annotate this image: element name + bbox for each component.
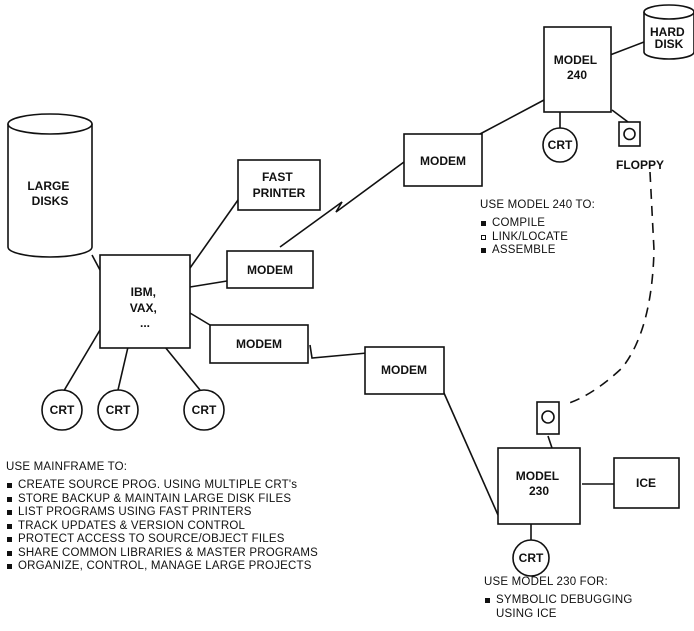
mainframe-notes: USE MAINFRAME TO: CREATE SOURCE PROG. US… bbox=[6, 461, 406, 574]
fast-printer-label: FAST PRINTER bbox=[253, 170, 306, 200]
link-mainframe-crt1 bbox=[61, 329, 101, 395]
hard-disk-label: HARD DISK bbox=[650, 25, 688, 51]
list-item: ORGANIZE, CONTROL, MANAGE LARGE PROJECTS bbox=[6, 560, 406, 574]
model-240-label: MODEL 240 bbox=[554, 53, 600, 82]
mainframe-label: IBM, VAX, ... bbox=[130, 285, 160, 330]
ice-label: ICE bbox=[636, 476, 656, 490]
list-item: ASSEMBLE bbox=[480, 244, 680, 258]
list-item: CREATE SOURCE PROG. USING MULTIPLE CRT's bbox=[6, 479, 406, 493]
model-240-notes: USE MODEL 240 TO: COMPILE LINK/LOCATE AS… bbox=[480, 199, 680, 258]
modem-230-label: MODEM bbox=[381, 363, 427, 377]
phone-line-240 bbox=[279, 161, 405, 248]
crt-main-1-label: CRT bbox=[50, 403, 75, 417]
crt-main-3 bbox=[183, 389, 225, 431]
modem-main-1-box bbox=[226, 250, 314, 289]
link-mainframe-modem1 bbox=[189, 280, 228, 288]
crt-230-label: CRT bbox=[519, 551, 544, 565]
list-item: PROTECT ACCESS TO SOURCE/OBJECT FILES bbox=[6, 533, 406, 547]
list-item: SHARE COMMON LIBRARIES & MASTER PROGRAMS bbox=[6, 547, 406, 561]
model-230-notes: USE MODEL 230 FOR: SYMBOLIC DEBUGGING US… bbox=[484, 576, 684, 621]
crt-main-1 bbox=[41, 389, 83, 431]
crt-main-2 bbox=[97, 389, 139, 431]
link-model240-floppy bbox=[611, 109, 629, 123]
phone-line-230 bbox=[309, 344, 368, 359]
model-240-notes-list: COMPILE LINK/LOCATE ASSEMBLE bbox=[480, 217, 680, 258]
mainframe-notes-list: CREATE SOURCE PROG. USING MULTIPLE CRT's… bbox=[6, 479, 406, 574]
modem-main-2-label: MODEM bbox=[236, 337, 282, 351]
link-printer-mainframe bbox=[189, 199, 239, 269]
floppy-transfer-path bbox=[565, 171, 655, 405]
floppy-label: FLOPPY bbox=[616, 158, 664, 172]
floppy-240-icon bbox=[618, 121, 641, 147]
link-modem230-model230 bbox=[439, 383, 499, 516]
crt-240 bbox=[542, 127, 578, 163]
crt-main-3-label: CRT bbox=[192, 403, 217, 417]
link-model240-harddisk bbox=[609, 41, 645, 56]
ice-box bbox=[613, 457, 680, 509]
crt-240-label: CRT bbox=[548, 138, 573, 152]
model-240-box bbox=[543, 26, 612, 113]
large-disks-label: LARGE DISKS bbox=[27, 179, 72, 208]
model-240-notes-heading: USE MODEL 240 TO: bbox=[480, 199, 596, 211]
model-230-label: MODEL 230 bbox=[516, 469, 562, 498]
list-item: LIST PROGRAMS USING FAST PRINTERS bbox=[6, 506, 406, 520]
link-mainframe-modem2 bbox=[189, 312, 211, 326]
hard-disk-cylinder bbox=[643, 12, 694, 60]
list-item: STORE BACKUP & MAINTAIN LARGE DISK FILES bbox=[6, 493, 406, 507]
mainframe-notes-heading: USE MAINFRAME TO: bbox=[6, 461, 128, 473]
list-item: COMPILE bbox=[480, 217, 680, 231]
modem-main-1-label: MODEM bbox=[247, 263, 293, 277]
list-item: SYMBOLIC DEBUGGING USING ICE bbox=[484, 594, 656, 621]
crt-main-2-label: CRT bbox=[106, 403, 131, 417]
link-mainframe-crt3 bbox=[164, 346, 201, 391]
modem-230-box bbox=[364, 346, 445, 395]
modem-main-2-box bbox=[209, 324, 309, 364]
link-modem240-model240 bbox=[479, 99, 545, 135]
crt-230 bbox=[512, 539, 550, 577]
model-230-box bbox=[497, 447, 581, 525]
large-disks-cylinder bbox=[7, 124, 93, 258]
fast-printer-box bbox=[237, 159, 321, 211]
list-item: LINK/LOCATE bbox=[480, 231, 680, 245]
model-230-notes-list: SYMBOLIC DEBUGGING USING ICE bbox=[484, 594, 684, 621]
mainframe-box bbox=[99, 254, 191, 349]
link-mainframe-crt2 bbox=[117, 346, 129, 391]
model-230-notes-heading: USE MODEL 230 FOR: bbox=[484, 576, 608, 588]
modem-240-box bbox=[403, 133, 483, 187]
floppy-230-icon bbox=[536, 401, 560, 435]
link-disks-mainframe bbox=[91, 254, 101, 271]
list-item: TRACK UPDATES & VERSION CONTROL bbox=[6, 520, 406, 534]
modem-240-label: MODEM bbox=[420, 154, 466, 168]
link-model230-floppy bbox=[547, 435, 553, 449]
